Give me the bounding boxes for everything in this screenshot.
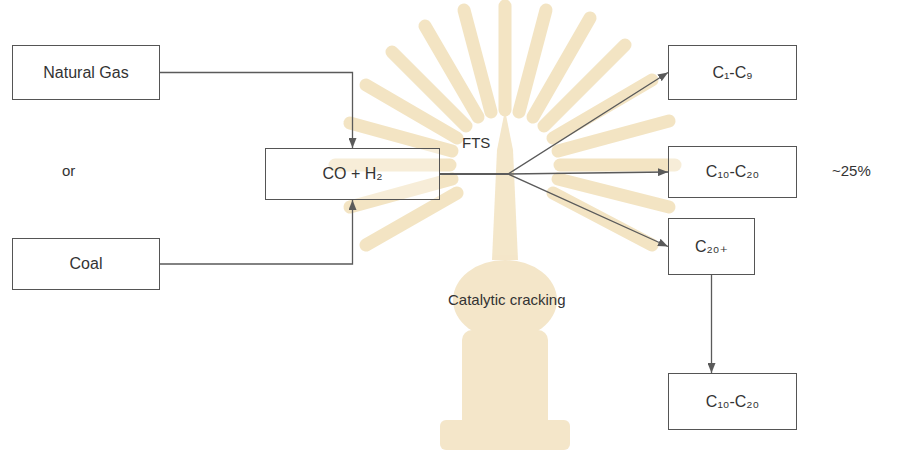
- yield-note: ~25%: [832, 162, 871, 179]
- product-box: C₁-C₉: [668, 45, 797, 100]
- box-text: Natural Gas: [43, 64, 128, 82]
- flow-arrow: [711, 275, 712, 373]
- product-box: C₂₀₊: [668, 218, 755, 275]
- connector-word: or: [62, 162, 75, 179]
- box-text: C₂₀₊: [695, 237, 728, 256]
- process-label: Catalytic cracking: [448, 291, 566, 308]
- source-box: Coal: [12, 238, 160, 290]
- flow-arrow: [440, 73, 668, 175]
- flow-arrow: [160, 73, 353, 149]
- box-text: Coal: [70, 255, 103, 273]
- syngas-box: CO + H₂: [265, 148, 440, 200]
- flow-arrow: [160, 200, 353, 264]
- box-text: C₁-C₉: [712, 64, 752, 82]
- box-text: C₁₀-C₂₀: [706, 163, 759, 181]
- flow-arrow: [440, 174, 668, 247]
- box-text: CO + H₂: [323, 165, 383, 183]
- product-box: C₁₀-C₂₀: [668, 373, 797, 430]
- product-box: C₁₀-C₂₀: [668, 146, 797, 198]
- process-label: FTS: [462, 134, 490, 151]
- source-box: Natural Gas: [12, 45, 160, 100]
- box-text: C₁₀-C₂₀: [706, 393, 759, 411]
